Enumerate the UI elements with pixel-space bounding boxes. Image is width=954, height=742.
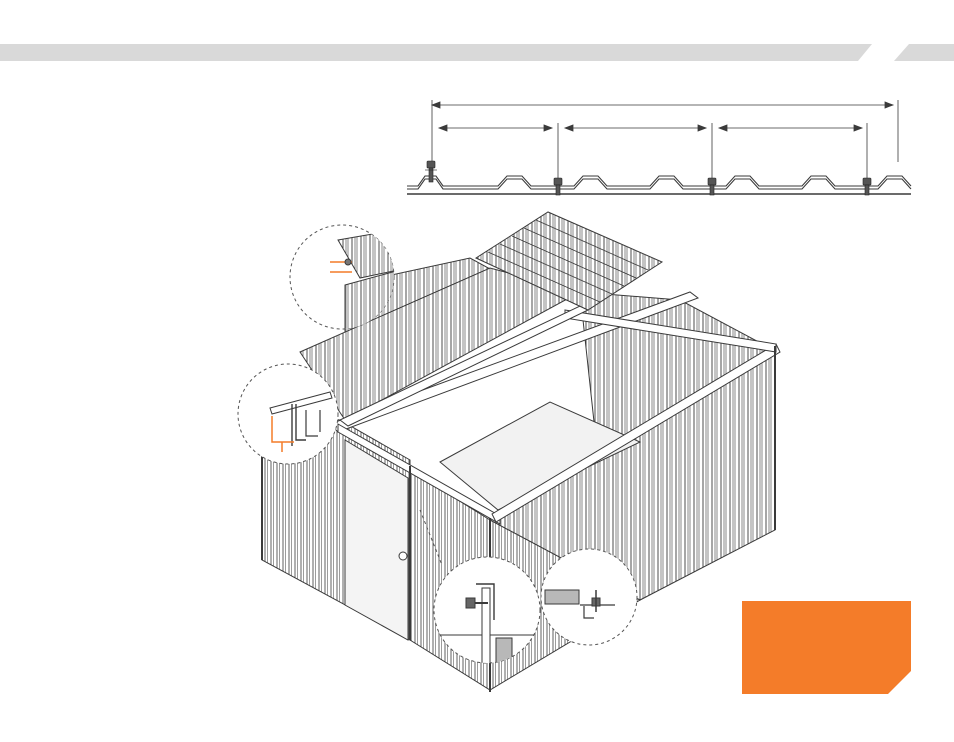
orange-corner-badge (742, 601, 911, 694)
corner-screw-detail (541, 549, 637, 645)
overall-width-arrow (432, 100, 898, 165)
door-handle-icon (399, 552, 407, 560)
wall-top-detail (238, 364, 338, 464)
span-arrow-3 (719, 125, 862, 131)
roof-sheet-dimension-diagram (407, 100, 911, 195)
span-arrow-1 (439, 125, 552, 131)
roof-sheet-profile (407, 176, 911, 186)
header-band (0, 44, 954, 61)
span-arrow-2 (565, 125, 706, 131)
